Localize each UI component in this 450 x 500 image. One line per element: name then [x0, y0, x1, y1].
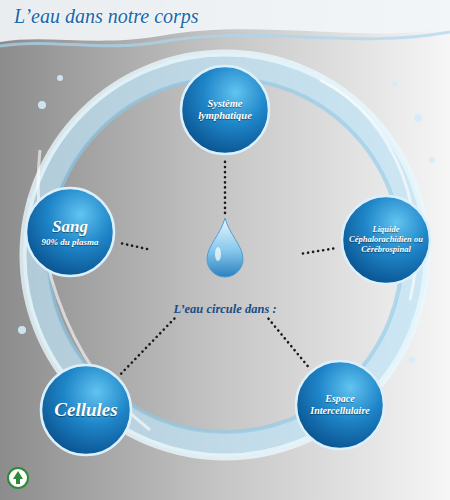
- circle-fill: [181, 66, 269, 154]
- node-text: Liquide Céphalorachidien ou Cérébrospina…: [347, 225, 424, 254]
- water-drop: [205, 216, 245, 278]
- node-text: Système lymphatique: [186, 98, 263, 122]
- text-area: Espace Intercellulaire: [301, 368, 378, 442]
- organ-circle: Sang90% du plasma: [24, 186, 116, 278]
- node-label: L’eau circule dans :: [150, 302, 300, 316]
- splash-droplets: [18, 75, 435, 363]
- circle-fill: [342, 196, 430, 284]
- text-area: Cellules: [47, 372, 126, 447]
- node-text: 90% du plasma: [41, 237, 98, 247]
- diagram-title: L’eau dans notre corps: [14, 5, 199, 28]
- circle-fill: [41, 365, 131, 455]
- organ-circle: Système lymphatique: [179, 64, 271, 156]
- wave-line: [0, 32, 450, 46]
- dotted-connector: [268, 319, 308, 368]
- text-area: Sang90% du plasma: [31, 195, 108, 269]
- organ-circle: Cellules: [39, 363, 133, 457]
- node-text: Espace Intercellulaire: [301, 393, 378, 416]
- water-drop-node: L’eau circule dans :: [150, 216, 300, 316]
- dotted-connector: [118, 243, 147, 249]
- organ-circle: Espace Intercellulaire: [294, 359, 386, 451]
- dotted-connector: [224, 159, 227, 213]
- dotted-connector: [121, 319, 175, 375]
- drop-shape: [207, 218, 243, 277]
- circle-fill: [296, 361, 384, 449]
- node-text: Cellules: [54, 399, 117, 421]
- circle-fill: [26, 188, 114, 276]
- organ-circle: Liquide Céphalorachidien ou Cérébrospina…: [340, 194, 432, 286]
- text-area: Système lymphatique: [186, 73, 263, 147]
- drop-highlight: [215, 247, 221, 261]
- dotted-connector: [303, 248, 338, 254]
- logo-icon: [8, 468, 28, 488]
- node-text: Sang: [52, 217, 88, 237]
- text-area: Liquide Céphalorachidien ou Cérébrospina…: [347, 203, 424, 277]
